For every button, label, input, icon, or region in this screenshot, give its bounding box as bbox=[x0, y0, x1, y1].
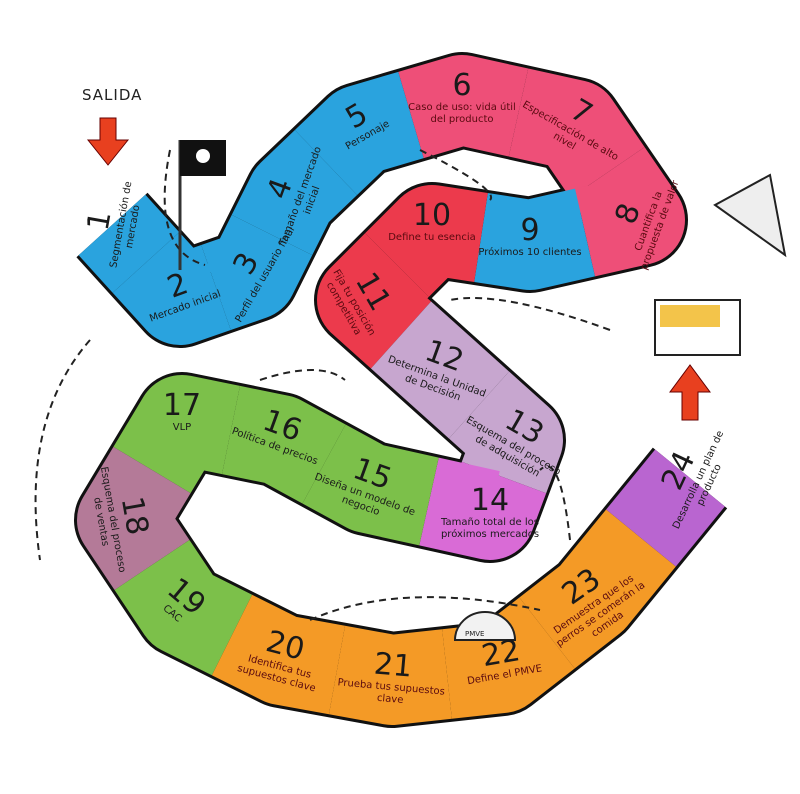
square-7-tile bbox=[508, 68, 645, 198]
goal-arrow-icon bbox=[669, 364, 711, 421]
square-number: 10 bbox=[412, 198, 452, 233]
square-label: Tamaño total de los próximos mercados bbox=[440, 517, 540, 540]
square-9-tile bbox=[474, 188, 595, 290]
square-4-tile bbox=[231, 129, 358, 256]
square-label: Caso de uso: vida útil del producto bbox=[408, 102, 516, 125]
square-20-tile bbox=[211, 594, 346, 715]
square-24-tile bbox=[606, 449, 725, 567]
square-label: Próximos 10 clientes bbox=[478, 247, 582, 258]
square-label: Define tu esencia bbox=[388, 232, 476, 243]
square-2-tile bbox=[112, 232, 231, 345]
square-8-tile bbox=[570, 147, 685, 277]
dashed-path-2 bbox=[449, 297, 611, 331]
square-3-tile bbox=[201, 214, 313, 331]
square-6-tile bbox=[398, 55, 529, 159]
square-5-tile bbox=[294, 71, 424, 196]
pirate-flag-icon bbox=[178, 140, 226, 270]
igloo-sign: PMVE bbox=[465, 630, 484, 638]
dashed-path-5 bbox=[539, 465, 571, 541]
square-label: VLP bbox=[172, 422, 192, 433]
megaphone-icon bbox=[713, 173, 787, 258]
square-number: 6 bbox=[452, 68, 472, 103]
square-18-tile bbox=[77, 446, 191, 590]
square-13-tile bbox=[448, 371, 563, 494]
dashed-path-3 bbox=[34, 339, 91, 561]
square-15-tile bbox=[302, 424, 439, 546]
dashed-path-4 bbox=[259, 369, 346, 381]
square-19-tile bbox=[114, 540, 253, 676]
square-16-tile bbox=[222, 385, 346, 504]
square-17-tile bbox=[113, 375, 240, 494]
square-number: 17 bbox=[162, 388, 202, 423]
square-number: 14 bbox=[470, 483, 510, 518]
dashed-path-0 bbox=[163, 149, 206, 266]
square-22-tile bbox=[442, 597, 575, 719]
start-arrow-icon bbox=[86, 117, 130, 166]
dashed-path-1 bbox=[419, 149, 493, 201]
square-1-tile bbox=[78, 194, 180, 293]
dashed-path-6 bbox=[309, 596, 541, 621]
square-23-tile bbox=[519, 509, 676, 669]
treasure-chest-icon bbox=[654, 299, 741, 356]
square-11-tile bbox=[317, 233, 432, 369]
start-label: SALIDA bbox=[82, 86, 143, 104]
square-number: 9 bbox=[520, 213, 540, 248]
square-21-tile bbox=[328, 625, 452, 725]
square-14-tile bbox=[419, 457, 547, 560]
square-12-tile bbox=[370, 301, 510, 439]
square-10-tile bbox=[365, 185, 488, 297]
igloo-icon bbox=[453, 611, 517, 641]
